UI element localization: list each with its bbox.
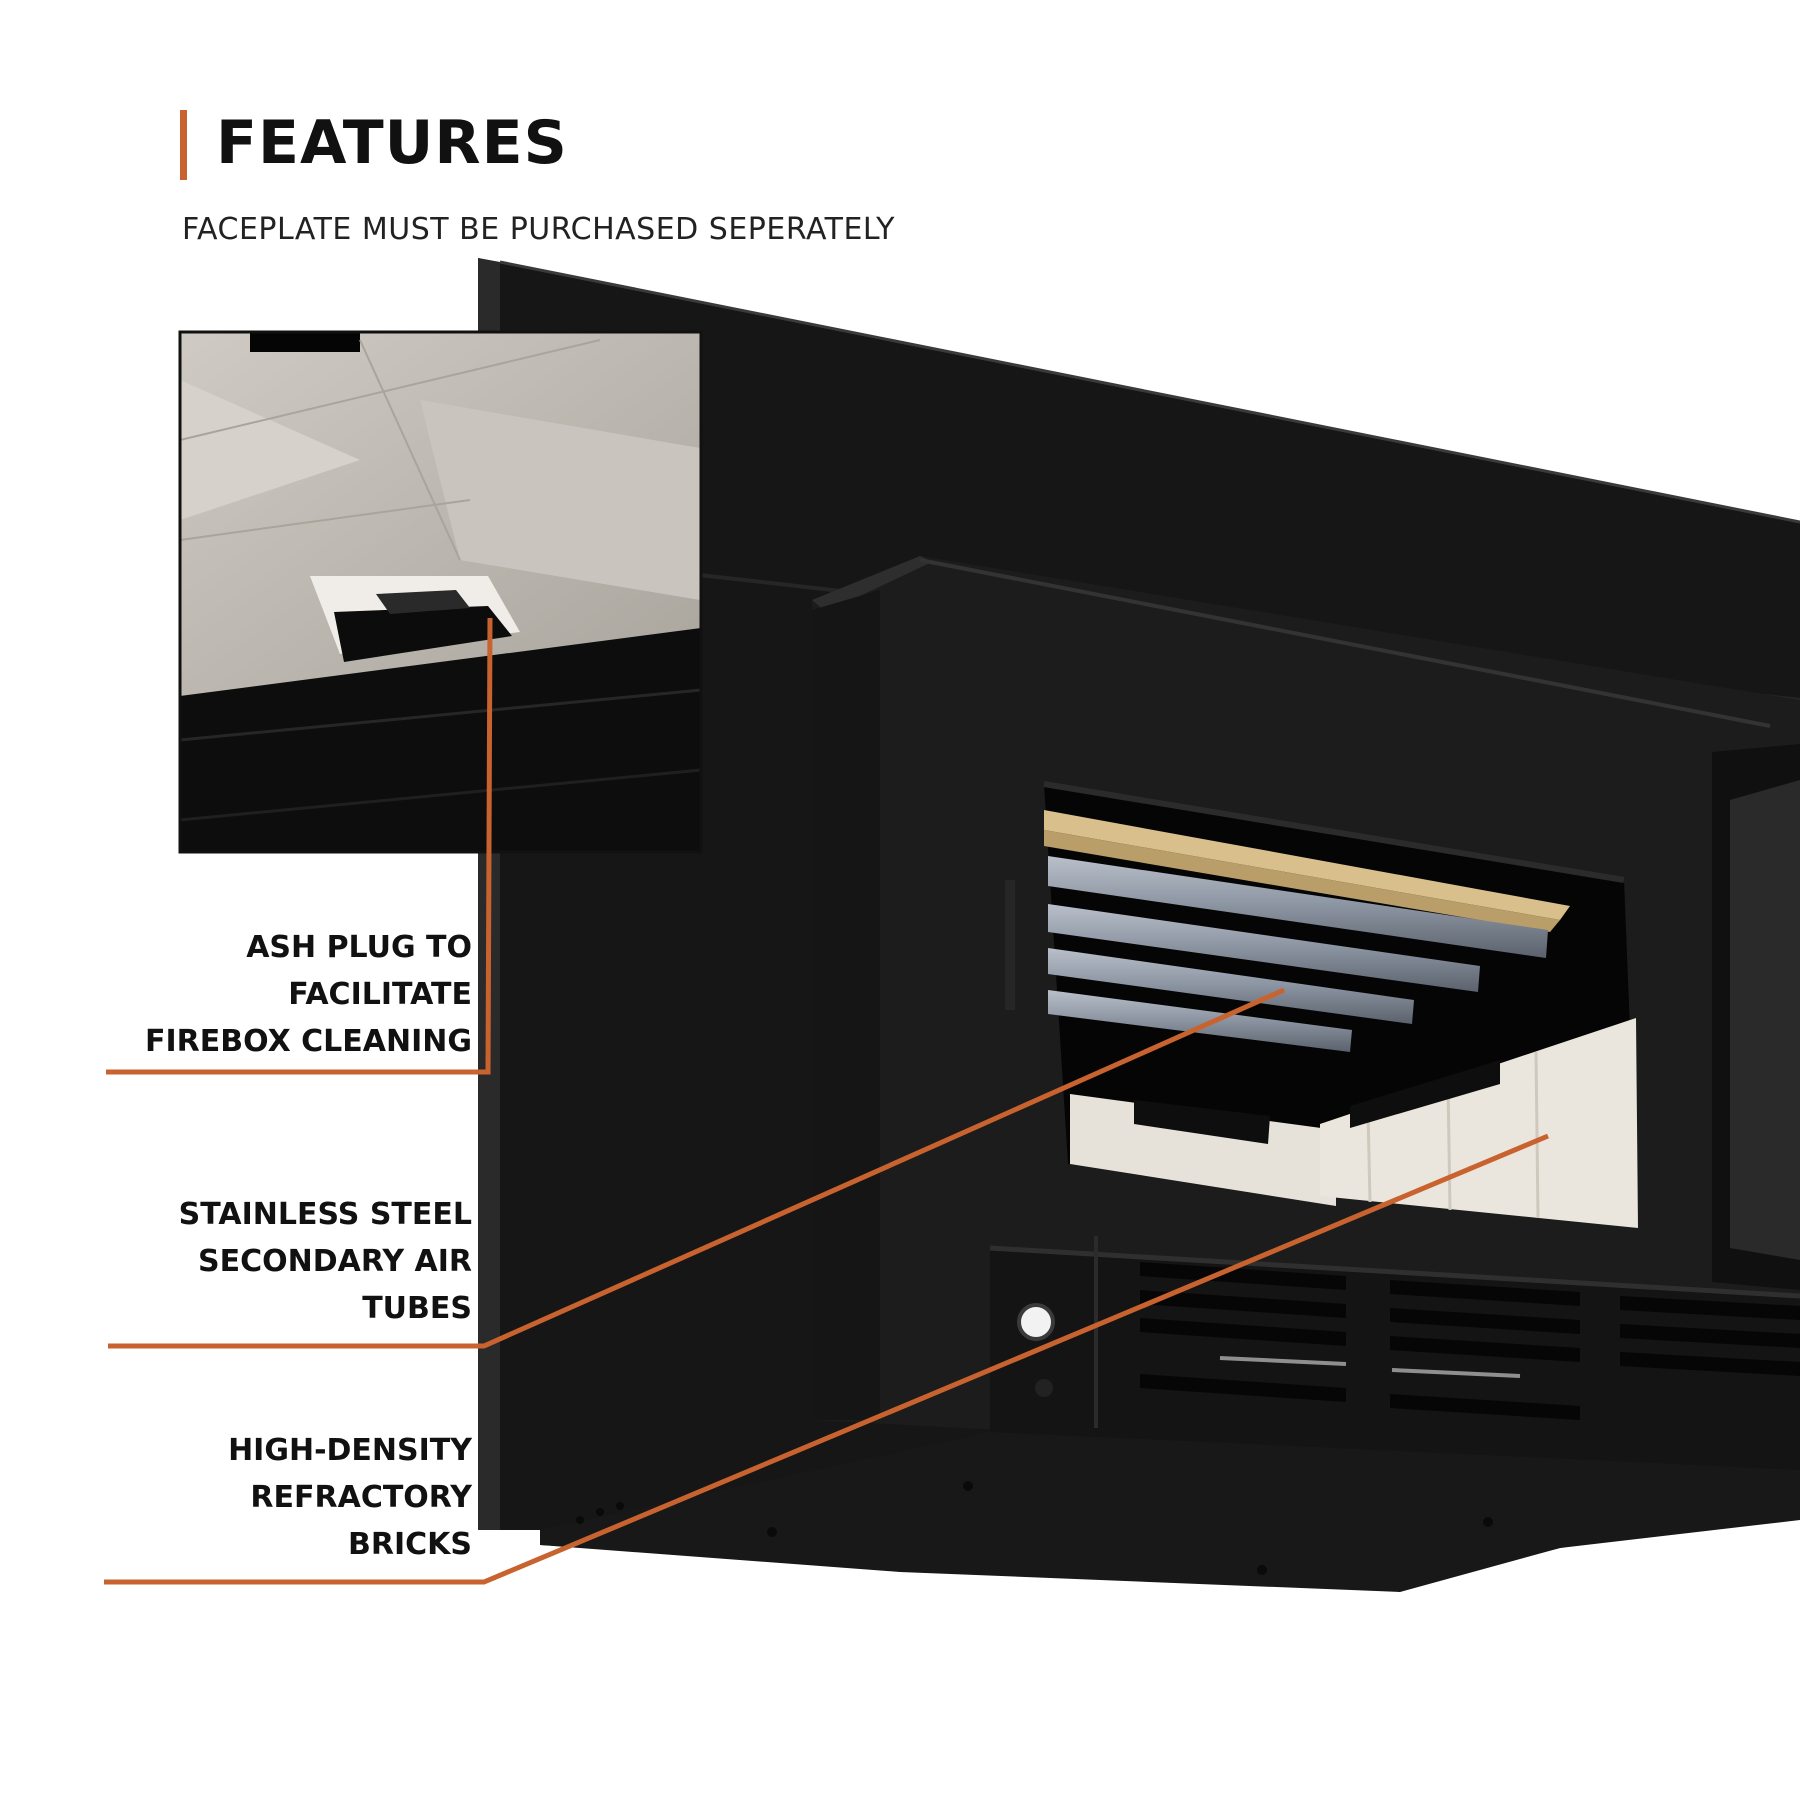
stove-base [540, 1432, 1800, 1592]
page-title: FEATURES [216, 108, 568, 178]
ash-plug [334, 606, 512, 662]
title-accent-bar [180, 110, 187, 180]
callout-line-air-tubes [108, 987, 1286, 1349]
callout-air-tubes-label: STAINLESS STEEL SECONDARY AIR TUBES [178, 1197, 472, 1326]
ash-plug-inset-photo [178, 330, 703, 854]
baffle-board [1044, 810, 1570, 920]
callout-ash-plug-label: ASH PLUG TO FACILITATE FIREBOX CLEANING [145, 930, 472, 1059]
callout-line-ash-plug [106, 617, 493, 1075]
callout-line-bricks [104, 1133, 1549, 1585]
page-subtitle: FACEPLATE MUST BE PURCHASED SEPERATELY [182, 212, 895, 247]
control-knob-icon [1017, 1303, 1055, 1341]
callout-bricks-label: HIGH-DENSITY REFRACTORY BRICKS [228, 1433, 472, 1562]
secondary-air-tubes [1048, 856, 1548, 1052]
vent-slots [1140, 1262, 1800, 1420]
refractory-bricks [1070, 1018, 1638, 1228]
